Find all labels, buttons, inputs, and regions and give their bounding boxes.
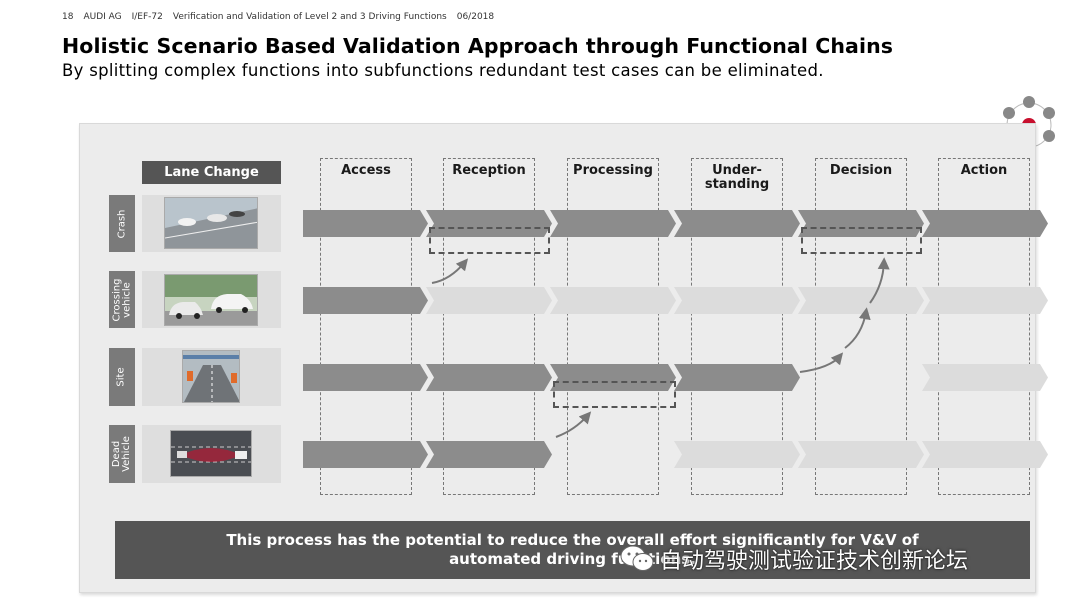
- chain-arrow-crash-processing: [550, 210, 676, 237]
- column-label-access: Access: [341, 163, 391, 178]
- column-label-reception: Reception: [452, 163, 526, 178]
- watermark-text: 自动驾驶测试验证技术创新论坛: [660, 549, 969, 574]
- row-label-dead-vehicle: Dead Vehicle: [109, 425, 135, 483]
- chain-arrow-crash-action: [922, 210, 1048, 237]
- department: I/EF-72: [131, 12, 163, 22]
- column-box-action: [938, 158, 1030, 495]
- chain-arrow-crossing-reception: [426, 287, 552, 314]
- chain-arrow-dead-understanding: [674, 441, 800, 468]
- column-label-decision: Decision: [829, 163, 893, 178]
- row-label-crash: Crash: [109, 195, 135, 252]
- conclusion-line-1: This process has the potential to reduce…: [226, 531, 919, 549]
- header-date: 06/2018: [456, 12, 495, 22]
- crash-scenario-image: [164, 197, 258, 249]
- chain-arrow-dead-action: [922, 441, 1048, 468]
- column-label-action: Action: [960, 163, 1008, 178]
- dead-vehicle-image: [170, 430, 252, 477]
- redundant-box-decision: [801, 227, 922, 254]
- chain-arrow-dead-reception: [426, 441, 552, 468]
- column-label-understanding-line2: standing: [704, 177, 770, 192]
- row-label-crossing-vehicle: Crossing vehicle: [109, 271, 135, 328]
- lane-change-label: Lane Change: [142, 161, 281, 184]
- chain-arrow-crash-reception: [426, 210, 552, 237]
- column-box-processing: [567, 158, 659, 495]
- page-subtitle: By splitting complex functions into subf…: [62, 61, 824, 80]
- chain-arrow-crossing-processing: [550, 287, 676, 314]
- company-name: AUDI AG: [83, 12, 122, 22]
- chain-arrow-site-processing: [550, 364, 676, 391]
- crossing-vehicle-image: [164, 274, 258, 326]
- row-label-site: Site: [109, 348, 135, 406]
- redundant-box-reception: [429, 227, 550, 254]
- chain-arrow-dead-access: [303, 441, 428, 468]
- column-box-reception: [443, 158, 535, 495]
- page-title: Holistic Scenario Based Validation Appro…: [62, 34, 894, 58]
- chain-arrow-dead-decision: [798, 441, 924, 468]
- chain-arrow-crossing-understanding: [674, 287, 800, 314]
- chain-arrow-crossing-access: [303, 287, 428, 314]
- redundant-box-processing: [553, 381, 676, 408]
- wechat-icon: [620, 545, 654, 571]
- chain-arrow-crash-understanding: [674, 210, 800, 237]
- chain-arrow-crash-decision: [798, 210, 924, 237]
- chain-arrow-site-understanding: [674, 364, 800, 391]
- watermark: 自动驾驶测试验证技术创新论坛: [620, 543, 968, 575]
- column-label-understanding: Under- standing: [691, 164, 783, 192]
- column-box-decision: [815, 158, 907, 495]
- chain-arrow-site-reception: [426, 364, 552, 391]
- chain-arrow-site-access: [303, 364, 428, 391]
- chain-arrow-crossing-action: [922, 287, 1048, 314]
- column-label-processing: Processing: [573, 163, 653, 178]
- page-number: 18: [62, 12, 74, 22]
- column-box-understanding: [691, 158, 783, 495]
- chain-arrow-crash-access: [303, 210, 428, 237]
- site-scenario-image: [182, 350, 240, 403]
- column-label-understanding-line1: Under-: [712, 163, 762, 178]
- header-line: 18 AUDI AG I/EF-72 Verification and Vali…: [62, 12, 494, 22]
- chain-arrow-site-action: [922, 364, 1048, 391]
- column-box-access: [320, 158, 412, 495]
- header-topic: Verification and Validation of Level 2 a…: [172, 12, 447, 22]
